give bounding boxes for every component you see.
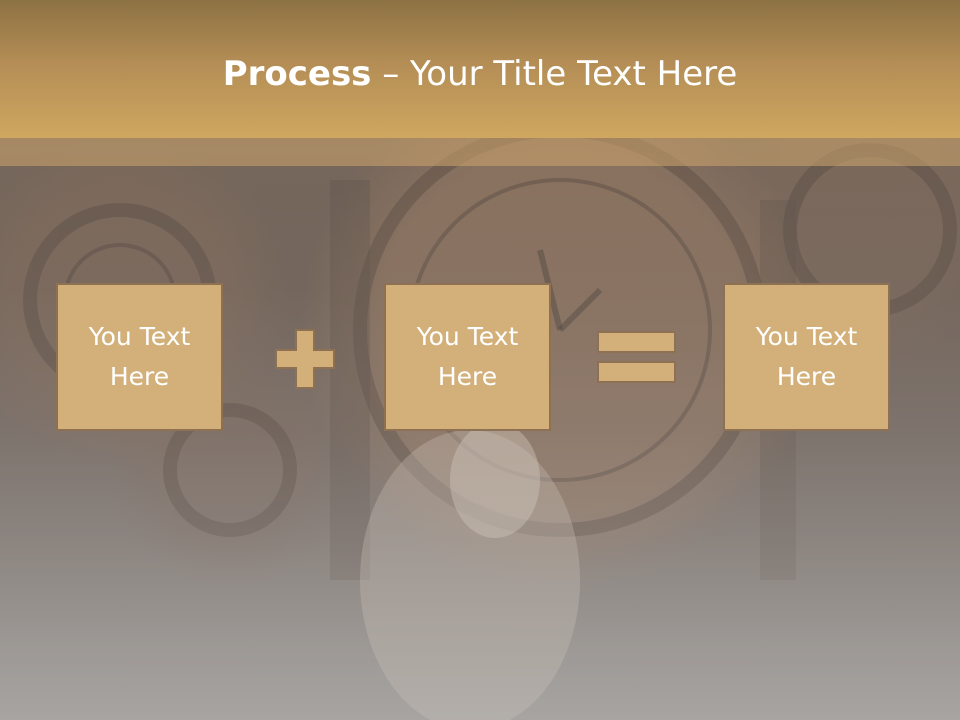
title-bar [0,0,960,138]
process-box-1[interactable]: You Text Here [56,283,223,431]
title-rest-part: – Your Title Text Here [371,54,738,94]
process-box-3-text: You Text Here [755,322,858,391]
title-bold-part: Process [222,54,372,94]
process-box-1-text: You Text Here [88,322,191,391]
slide-title[interactable]: Process – Your Title Text Here [0,52,960,96]
title-strip [0,138,960,166]
process-box-2[interactable]: You Text Here [384,283,551,431]
equals-icon [597,331,676,383]
process-box-3[interactable]: You Text Here [723,283,890,431]
plus-icon [275,329,335,389]
process-box-2-text: You Text Here [416,322,519,391]
